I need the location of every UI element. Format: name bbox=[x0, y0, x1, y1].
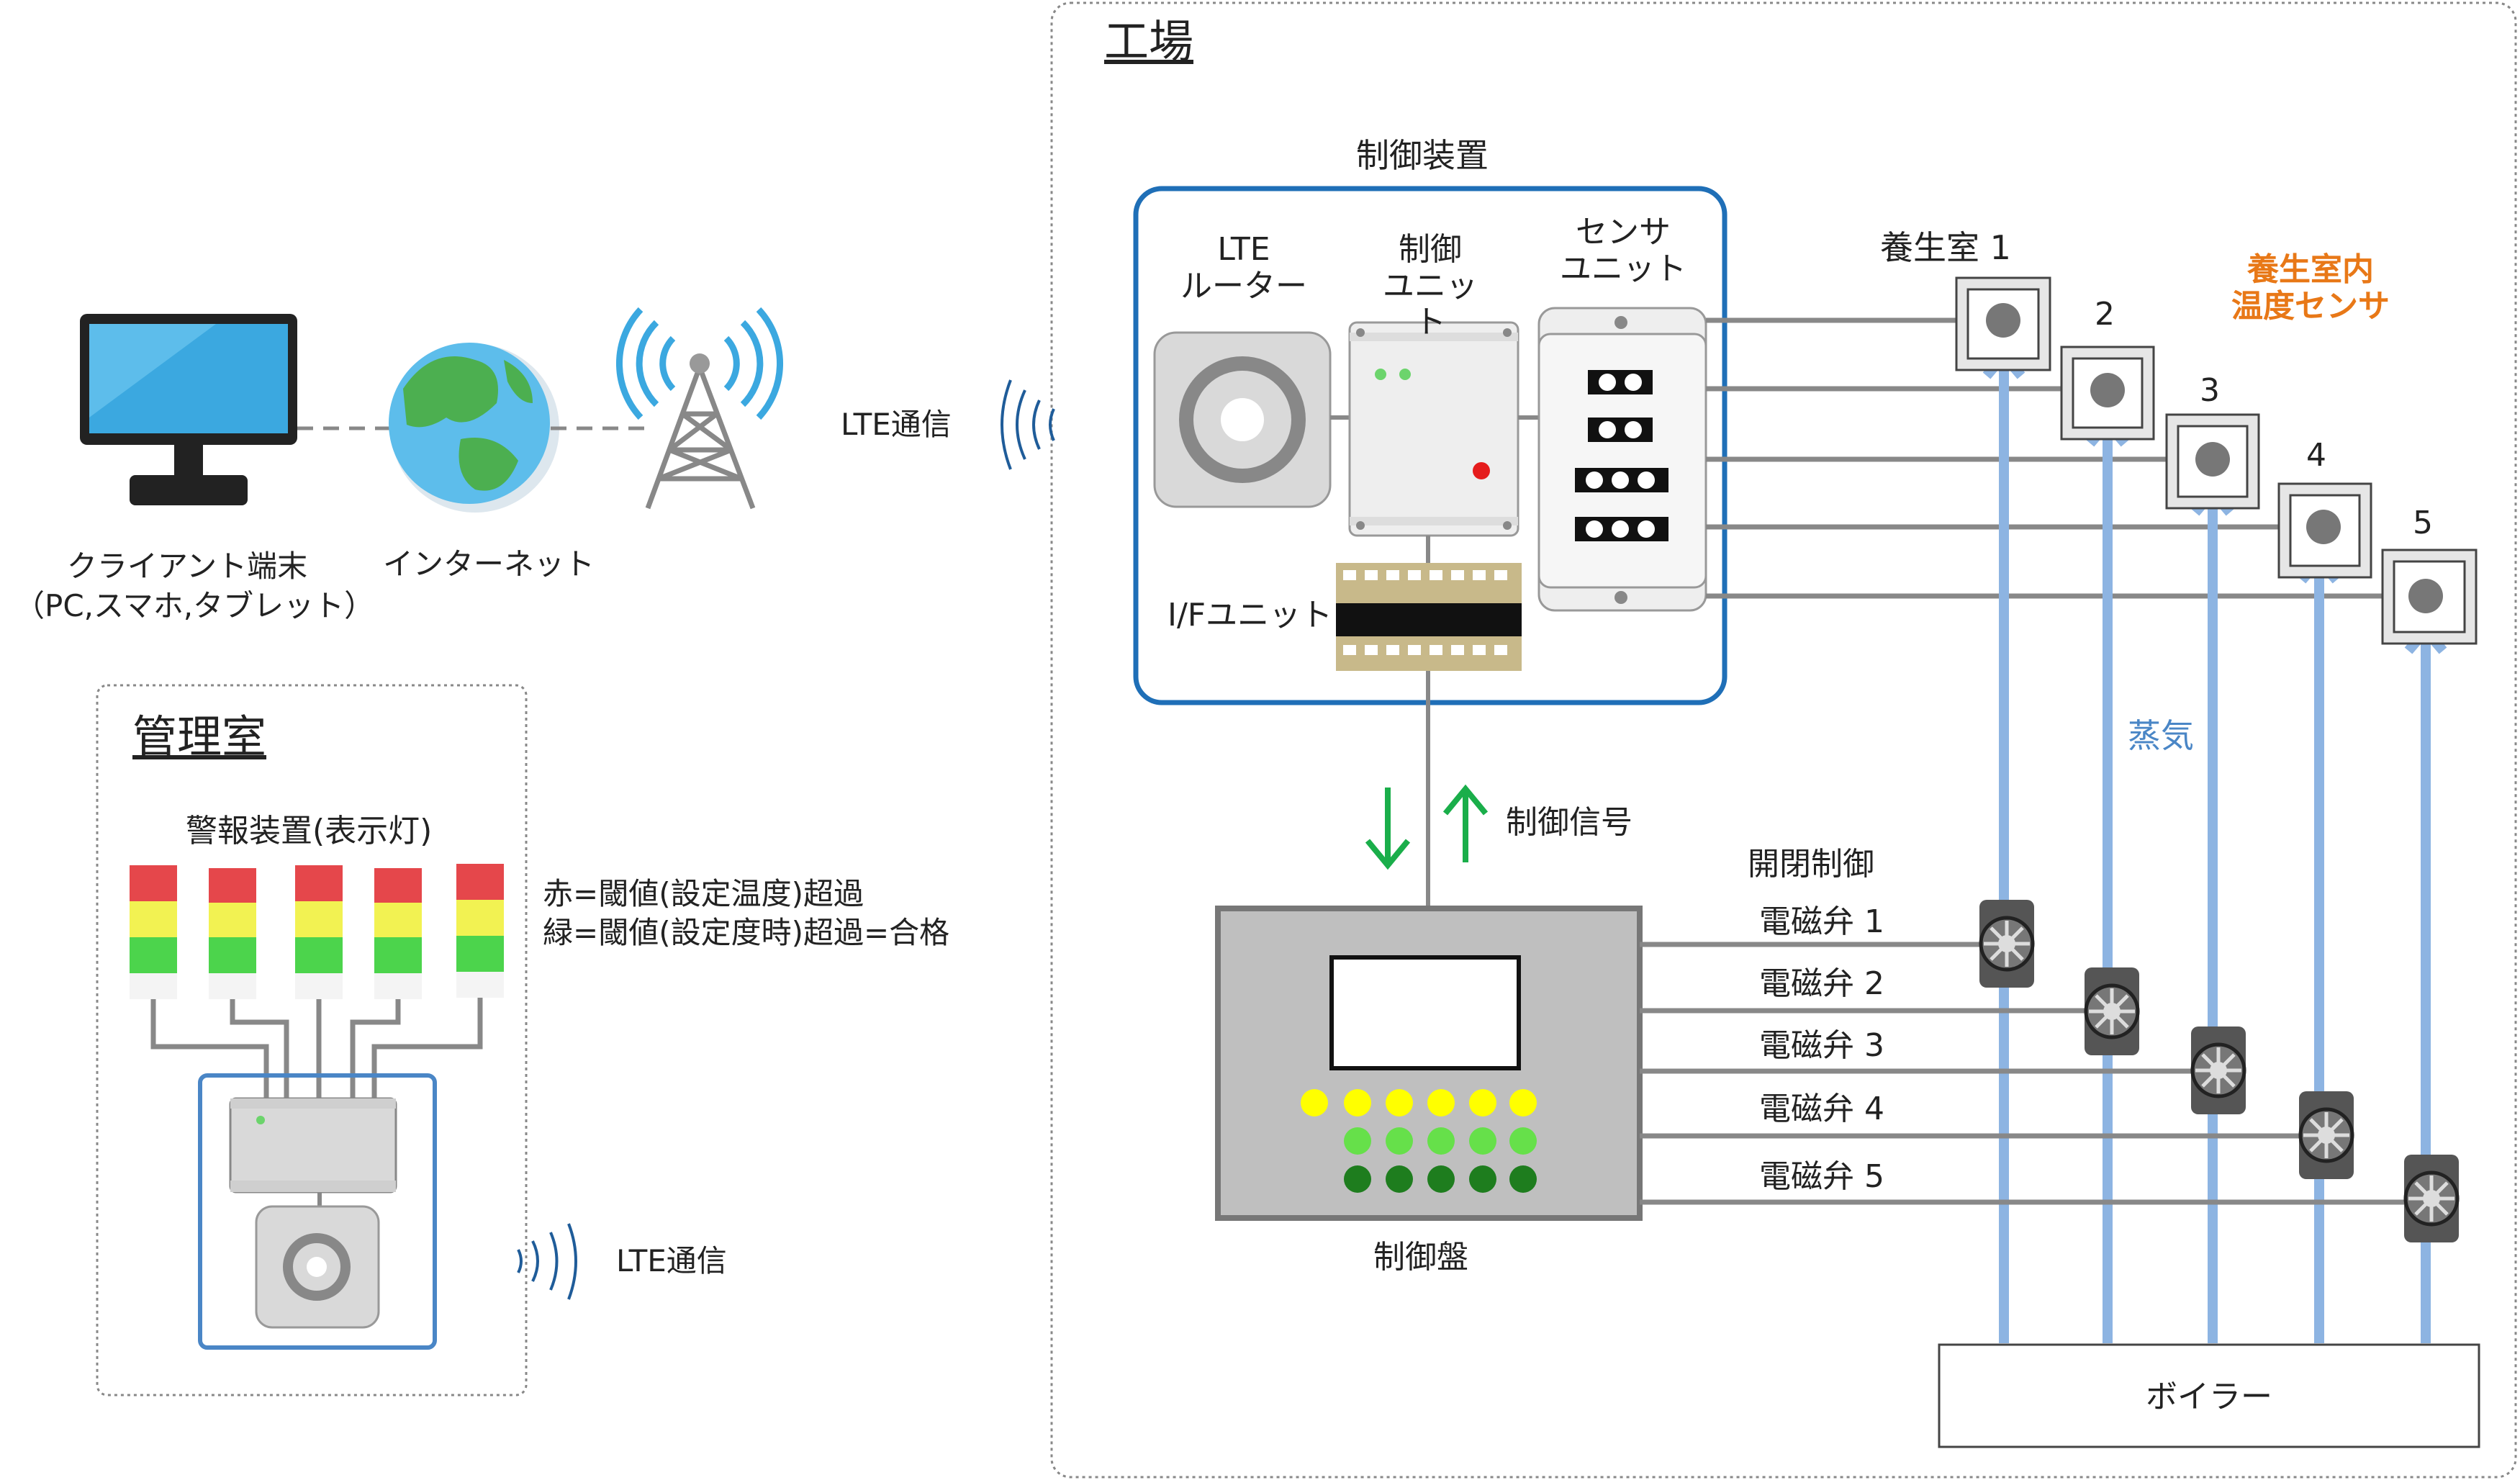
signal-tower-icon bbox=[456, 864, 504, 998]
lte-router-label: LTE ルーター bbox=[1180, 231, 1307, 304]
temp-sensor-icon bbox=[2060, 346, 2155, 441]
control-unit-label: 制御 ユニット bbox=[1383, 231, 1478, 341]
globe-icon bbox=[389, 343, 559, 513]
room-number: 4 bbox=[2306, 437, 2326, 474]
alarm-device-label: 警報装置(表示灯) bbox=[186, 813, 433, 849]
lte-comm-label: LTE通信 bbox=[841, 407, 952, 442]
room-number: 5 bbox=[2413, 505, 2433, 541]
lte-wave-icon bbox=[1001, 379, 1055, 470]
boiler-box bbox=[1938, 1343, 2480, 1448]
solenoid-valve-icon bbox=[2298, 1091, 2354, 1179]
open-close-label: 開閉制御 bbox=[1748, 846, 1874, 883]
temp-sensor-icon bbox=[2165, 413, 2260, 510]
signal-tower-icon bbox=[374, 868, 422, 999]
control-panel-label: 制御盤 bbox=[1373, 1239, 1468, 1276]
signal-tower-icon bbox=[295, 865, 343, 999]
lte-router-icon bbox=[255, 1205, 380, 1329]
boiler-label: ボイラー bbox=[2146, 1379, 2272, 1415]
legend-green: 緑=閾値(設定度時)超過=合格 bbox=[543, 915, 950, 950]
control-device-label: 制御装置 bbox=[1356, 136, 1489, 175]
valve-label: 電磁弁 2 bbox=[1759, 965, 1884, 1002]
if-unit-label: I/Fユニット bbox=[1168, 597, 1333, 633]
lte-wave-icon bbox=[517, 1223, 577, 1300]
control-signal-arrows bbox=[1365, 784, 1489, 870]
control-signal-label: 制御信号 bbox=[1506, 804, 1632, 841]
valve-label: 電磁弁 1 bbox=[1759, 903, 1884, 940]
signal-tower-icon bbox=[209, 868, 256, 999]
sensor-unit-label: センサ ユニット bbox=[1560, 214, 1686, 287]
valve-label: 電磁弁 4 bbox=[1759, 1091, 1884, 1127]
alarm-controller-icon bbox=[229, 1097, 397, 1194]
room-number: 2 bbox=[2095, 296, 2115, 333]
factory-frame bbox=[1050, 1, 2517, 1479]
pc-monitor-icon bbox=[80, 314, 297, 505]
admin-device-box bbox=[198, 1073, 437, 1350]
lte-router-icon bbox=[1153, 331, 1332, 508]
steam-label: 蒸気 bbox=[2128, 716, 2194, 755]
admin-room-title: 管理室 bbox=[132, 710, 267, 763]
cell-tower-icon bbox=[616, 307, 783, 510]
admin-room-frame bbox=[96, 684, 528, 1396]
solenoid-valve-icon bbox=[2403, 1155, 2460, 1242]
lte-comm-label: LTE通信 bbox=[616, 1243, 727, 1278]
solenoid-valve-icon bbox=[2190, 1026, 2246, 1114]
legend-red: 赤=閾値(設定温度)超過 bbox=[543, 876, 864, 911]
temp-sensor-icon bbox=[2381, 549, 2478, 645]
curing-room-label: 養生室 1 bbox=[1880, 228, 2011, 267]
internet-label: インターネット bbox=[383, 546, 595, 582]
client-terminal-label: クライアント端末 （PC,スマホ,タブレット） bbox=[14, 549, 375, 623]
factory-title: 工場 bbox=[1104, 15, 1194, 68]
control-unit-icon bbox=[1348, 321, 1519, 537]
solenoid-valve-icon bbox=[1979, 900, 2035, 988]
valve-label: 電磁弁 5 bbox=[1759, 1158, 1884, 1195]
valve-label: 電磁弁 3 bbox=[1759, 1027, 1884, 1064]
signal-tower-icon bbox=[130, 865, 177, 999]
room-number: 3 bbox=[2200, 372, 2220, 409]
temp-sensor-icon bbox=[1955, 276, 2051, 371]
sensor-unit-icon bbox=[1537, 307, 1707, 612]
solenoid-valve-icon bbox=[2084, 967, 2140, 1055]
if-unit-icon bbox=[1336, 563, 1522, 671]
temp-sensor-icon bbox=[2277, 482, 2372, 579]
control-panel-icon bbox=[1215, 906, 1643, 1221]
temp-sensor-label: 養生室内 温度センサ bbox=[2231, 251, 2390, 325]
